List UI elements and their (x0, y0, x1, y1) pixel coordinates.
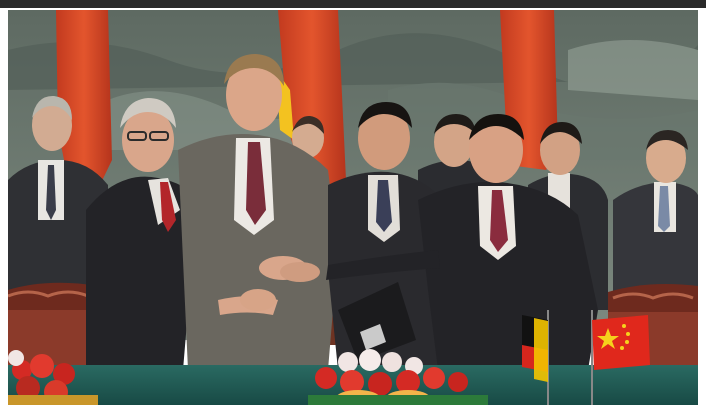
hand-left-lower (240, 289, 276, 311)
signing-folder (338, 282, 416, 362)
background-delegate-far-right (613, 130, 698, 310)
table-flag-germany (522, 310, 549, 405)
background-delegate-center-left (292, 115, 324, 158)
handshake (259, 256, 320, 282)
chinese-official-right (326, 114, 598, 370)
top-border (0, 0, 706, 8)
table-flag-china (591, 310, 650, 405)
background-delegate-left (8, 95, 108, 310)
scene-illustration (8, 10, 698, 405)
chinese-flag-banner-left (56, 10, 112, 185)
signing-ceremony-photo (8, 10, 698, 405)
flower-arrangement-center (308, 349, 488, 405)
flower-arrangement-left (8, 350, 98, 405)
